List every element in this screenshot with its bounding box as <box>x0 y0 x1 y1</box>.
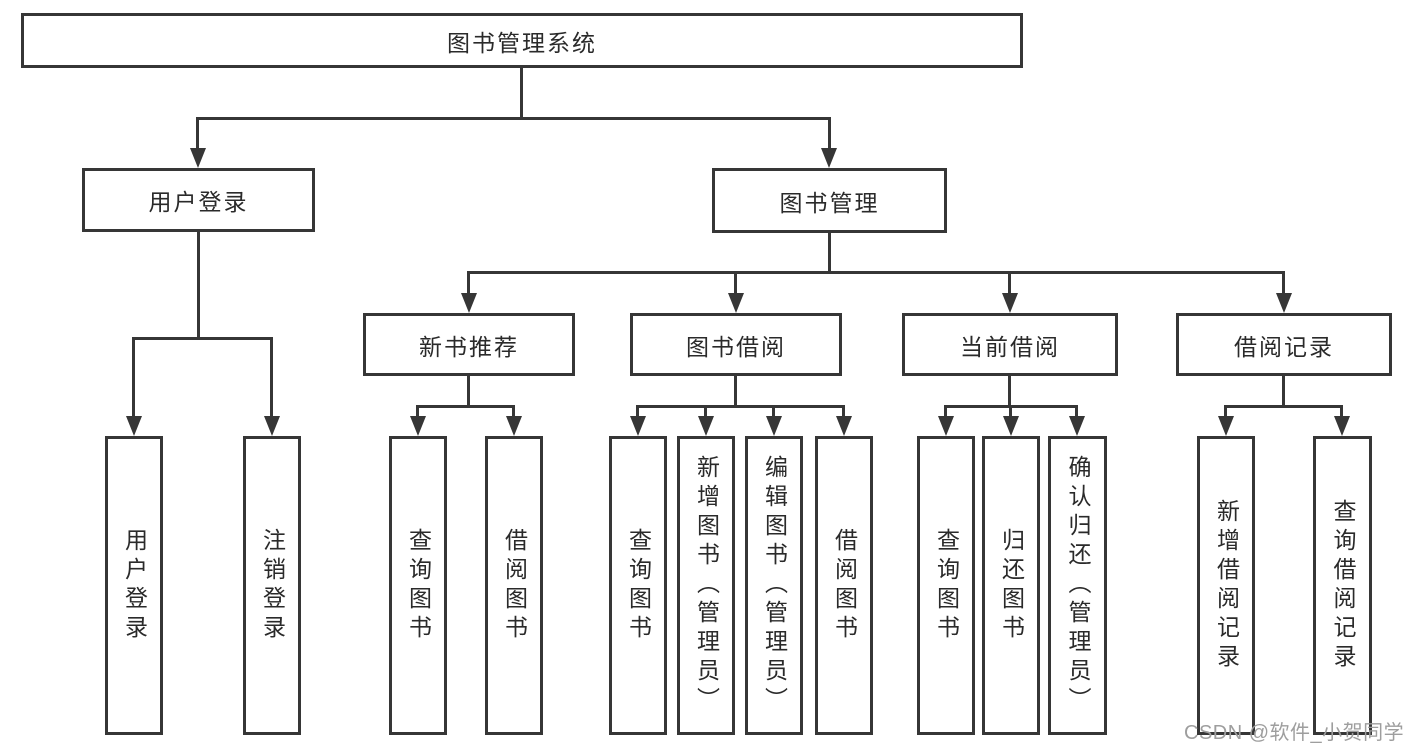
arrowhead-down-icon <box>630 416 646 436</box>
connector-line <box>734 374 737 408</box>
connector-line <box>704 405 707 418</box>
leaf-borrow-books-recommend-label: 借阅图书 <box>501 527 528 644</box>
arrowhead-down-icon <box>1334 416 1350 436</box>
leaf-query-borrow-record: 查询借阅记录 <box>1313 436 1372 735</box>
node-borrowing-records-label: 借阅记录 <box>1234 333 1334 360</box>
arrowhead-down-icon <box>461 293 477 313</box>
leaf-query-books-borrow-label: 查询图书 <box>625 527 652 644</box>
connector-line <box>196 117 199 150</box>
leaf-query-books-current: 查询图书 <box>917 436 975 735</box>
connector-line <box>1282 271 1285 295</box>
leaf-add-borrow-record-label: 新增借阅记录 <box>1213 498 1240 673</box>
node-new-book-recommendation: 新书推荐 <box>363 313 575 376</box>
connector-line <box>828 117 831 150</box>
leaf-return-books: 归还图书 <box>982 436 1040 735</box>
connector-line <box>1008 271 1011 295</box>
arrowhead-down-icon <box>821 148 837 168</box>
arrowhead-down-icon <box>1003 416 1019 436</box>
node-user-login: 用户登录 <box>82 168 315 232</box>
arrowhead-down-icon <box>836 416 852 436</box>
arrowhead-down-icon <box>126 416 142 436</box>
connector-line <box>1008 374 1011 408</box>
connector-line <box>1075 405 1078 418</box>
leaf-edit-books-admin-label: 编辑图书（管理员） <box>761 455 788 716</box>
arrowhead-down-icon <box>766 416 782 436</box>
arrowhead-down-icon <box>190 148 206 168</box>
connector-line <box>636 405 639 418</box>
arrowhead-down-icon <box>938 416 954 436</box>
leaf-query-books-current-label: 查询图书 <box>933 527 960 644</box>
node-current-borrowing: 当前借阅 <box>902 313 1118 376</box>
leaf-user-login-label: 用户登录 <box>121 527 148 644</box>
connector-line <box>512 405 515 418</box>
node-book-management-label: 图书管理 <box>779 189 880 216</box>
node-root-label: 图书管理系统 <box>447 29 597 56</box>
arrowhead-down-icon <box>1218 416 1234 436</box>
leaf-edit-books-admin: 编辑图书（管理员） <box>745 436 803 735</box>
arrowhead-down-icon <box>506 416 522 436</box>
connector-line <box>734 271 737 295</box>
connector-line <box>828 232 831 274</box>
leaf-query-books-borrow: 查询图书 <box>609 436 667 735</box>
connector-line <box>1282 374 1285 408</box>
leaf-query-books-recommend: 查询图书 <box>389 436 447 735</box>
leaf-borrow-books-label: 借阅图书 <box>831 527 858 644</box>
connector-line <box>197 231 200 340</box>
leaf-query-borrow-record-label: 查询借阅记录 <box>1330 498 1356 673</box>
leaf-add-books-admin-label: 新增图书（管理员） <box>693 455 720 716</box>
connector-line <box>416 405 419 418</box>
connector-line <box>467 271 470 295</box>
arrowhead-down-icon <box>698 416 714 436</box>
node-book-borrowing-label: 图书借阅 <box>686 333 786 360</box>
arrowhead-down-icon <box>410 416 426 436</box>
leaf-confirm-return-admin-label: 确认归还（管理员） <box>1065 455 1091 716</box>
connector-line <box>270 337 273 416</box>
node-book-management: 图书管理 <box>712 168 947 233</box>
connector-line <box>772 405 775 418</box>
node-borrowing-records: 借阅记录 <box>1176 313 1392 376</box>
arrowhead-down-icon <box>264 416 280 436</box>
connector-line <box>467 374 470 408</box>
arrowhead-down-icon <box>1276 293 1292 313</box>
arrowhead-down-icon <box>1069 416 1085 436</box>
leaf-add-books-admin: 新增图书（管理员） <box>677 436 735 735</box>
node-new-book-recommendation-label: 新书推荐 <box>419 333 519 360</box>
leaf-logout: 注销登录 <box>243 436 301 735</box>
connector-line <box>842 405 845 418</box>
connector-line <box>467 271 1285 274</box>
node-user-login-label: 用户登录 <box>148 189 249 215</box>
connector-line <box>1340 405 1343 418</box>
node-current-borrowing-label: 当前借阅 <box>960 333 1060 360</box>
csdn-watermark: CSDN @软件_小贺同学 <box>1184 722 1405 744</box>
leaf-borrow-books: 借阅图书 <box>815 436 873 735</box>
connector-line <box>196 117 831 120</box>
connector-line <box>132 337 273 340</box>
leaf-add-borrow-record: 新增借阅记录 <box>1197 436 1255 735</box>
arrowhead-down-icon <box>1002 293 1018 313</box>
connector-line <box>944 405 947 418</box>
leaf-return-books-label: 归还图书 <box>998 527 1025 644</box>
leaf-confirm-return-admin: 确认归还（管理员） <box>1048 436 1107 735</box>
connector-line <box>520 68 523 120</box>
leaf-borrow-books-recommend: 借阅图书 <box>485 436 543 735</box>
leaf-query-books-recommend-label: 查询图书 <box>405 527 432 644</box>
leaf-user-login: 用户登录 <box>105 436 163 735</box>
connector-line <box>416 405 515 408</box>
connector-line <box>132 337 135 416</box>
connector-line <box>1009 405 1012 418</box>
leaf-logout-label: 注销登录 <box>259 527 286 644</box>
connector-line <box>1224 405 1343 408</box>
arrowhead-down-icon <box>728 293 744 313</box>
node-book-borrowing: 图书借阅 <box>630 313 842 376</box>
connector-line <box>636 405 845 408</box>
node-root: 图书管理系统 <box>21 13 1023 68</box>
connector-line <box>1224 405 1227 418</box>
